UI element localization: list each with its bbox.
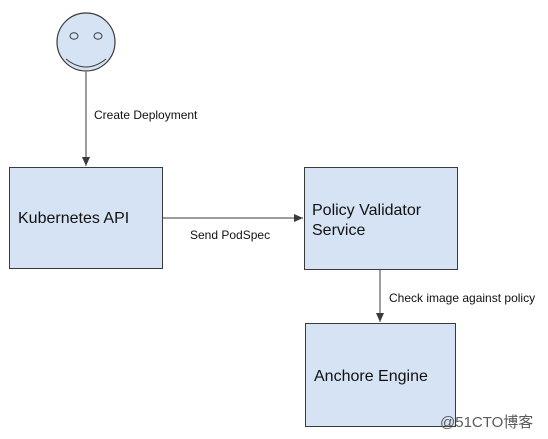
node-anchore-engine: Anchore Engine — [305, 323, 456, 427]
edge-label-check-image: Check image against policy — [389, 291, 536, 305]
node-policy-validator: Policy Validator Service — [304, 167, 458, 270]
node-anchore-engine-label: Anchore Engine — [314, 368, 428, 385]
smiley-face-icon — [56, 12, 116, 72]
node-policy-validator-label: Policy Validator Service — [312, 202, 422, 239]
node-kubernetes-api-label: Kubernetes API — [18, 210, 130, 227]
edge-label-create-deployment: Create Deployment — [94, 108, 198, 122]
watermark: @51CTO博客 — [440, 414, 534, 431]
edge-label-send-podspec: Send PodSpec — [190, 228, 271, 242]
node-kubernetes-api: Kubernetes API — [9, 167, 163, 269]
